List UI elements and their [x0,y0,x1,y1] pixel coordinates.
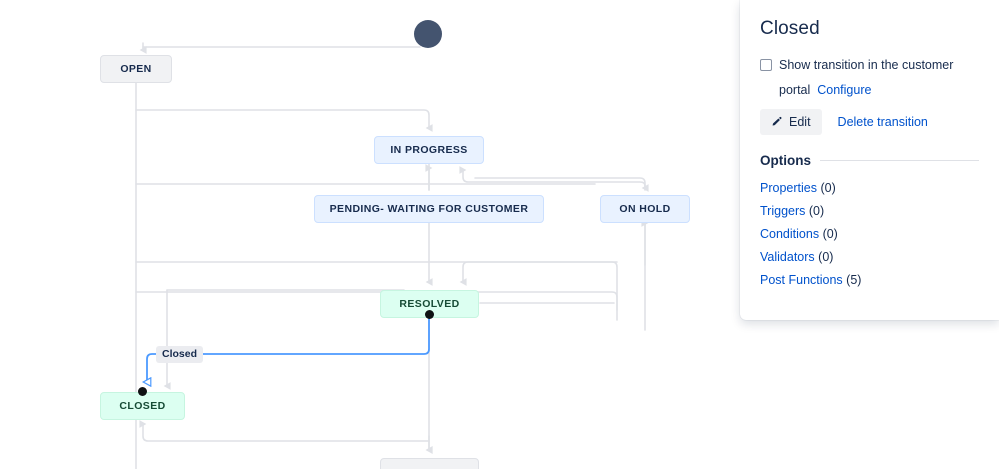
option-count: (5) [846,273,862,287]
node-label: ON HOLD [619,203,671,215]
show-transition-checkbox-row[interactable]: Show transition in the customer [760,54,979,77]
edit-button[interactable]: Edit [760,109,822,135]
option-link[interactable]: Validators [760,250,815,264]
pencil-icon [772,116,782,126]
option-count: (0) [818,250,834,264]
option-item-triggers: Triggers (0) [760,200,979,223]
start-circle[interactable] [414,20,442,48]
selected-transition-edge [147,317,430,382]
workflow-edges [135,42,649,469]
node-label: RESOLVED [399,298,460,310]
node-label: PENDING- WAITING FOR CUSTOMER [329,203,529,215]
show-transition-checkbox[interactable] [760,59,772,71]
configure-link[interactable]: Configure [817,83,872,97]
node-label: CLOSED [119,400,166,412]
workflow-node-on-hold[interactable]: ON HOLD [600,195,690,223]
options-title: Options [760,153,811,168]
delete-transition-link[interactable]: Delete transition [837,115,928,129]
options-section-header: Options [760,153,979,168]
workflow-node-open[interactable]: OPEN [100,55,172,83]
show-transition-label-line2: portal [779,83,811,97]
workflow-node-pending-waiting-for-customer[interactable]: PENDING- WAITING FOR CUSTOMER [314,195,544,223]
workflow-canvas[interactable]: OPEN IN PROGRESS PENDING- WAITING FOR CU… [0,0,740,469]
option-link[interactable]: Conditions [760,227,820,241]
node-label: IN PROGRESS [390,144,468,156]
transition-endpoint-source[interactable] [425,310,434,319]
options-list: Properties (0) Triggers (0) Conditions (… [760,177,979,292]
options-divider [820,160,979,161]
panel-title: Closed [760,18,820,39]
transition-details-panel: Closed Show transition in the customer p… [740,0,999,320]
workflow-node-partial-bottom[interactable] [380,458,479,469]
transition-endpoint-target[interactable] [138,387,147,396]
option-link[interactable]: Triggers [760,204,806,218]
option-link[interactable]: Properties [760,181,817,195]
node-label: OPEN [120,63,152,75]
show-transition-label-line1: Show transition in the customer [779,58,954,72]
option-item-conditions: Conditions (0) [760,223,979,246]
workflow-node-in-progress[interactable]: IN PROGRESS [374,136,484,164]
option-count: (0) [820,181,836,195]
option-count: (0) [822,227,838,241]
option-item-post-functions: Post Functions (5) [760,269,979,292]
workflow-node-closed[interactable]: CLOSED [100,392,185,420]
edit-button-label: Edit [789,115,811,129]
option-item-validators: Validators (0) [760,246,979,269]
panel-actions: Edit Delete transition [760,109,979,135]
option-link[interactable]: Post Functions [760,273,843,287]
option-item-properties: Properties (0) [760,177,979,200]
transition-label-closed[interactable]: Closed [156,346,204,363]
show-transition-label-row2: portal Configure [779,79,979,101]
option-count: (0) [808,204,825,218]
